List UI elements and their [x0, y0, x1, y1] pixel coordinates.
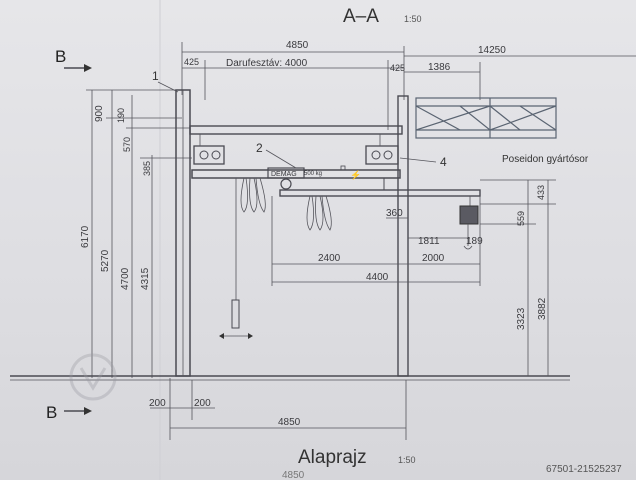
hook-icon: [280, 178, 292, 190]
dim-385: 385: [142, 161, 152, 176]
dim-570: 570: [122, 137, 132, 152]
dim-1811: 1811: [418, 236, 440, 247]
pendant-arrow-left-icon: [219, 333, 224, 339]
dim-4400: 4400: [366, 272, 389, 283]
right-hoist: [459, 205, 479, 225]
plan-title: Alaprajz: [298, 447, 367, 468]
dim-bottom-4850-cut: 4850: [282, 470, 305, 480]
runway-beam: [189, 125, 403, 135]
dim-4315: 4315: [140, 267, 151, 290]
dim-360: 360: [386, 208, 403, 219]
callout-4: 4: [440, 155, 447, 169]
watermark-id: 67501-21525237: [546, 464, 622, 475]
truss: [415, 97, 557, 139]
dim-5270: 5270: [100, 249, 111, 272]
section-arrow-top-icon: [84, 64, 92, 72]
sling-right: [306, 195, 332, 231]
pendant-arrow-right-icon: [248, 333, 253, 339]
section-scale: 1:50: [404, 14, 422, 24]
dim-559: 559: [516, 211, 526, 226]
dim-1386: 1386: [428, 62, 451, 73]
dim-900: 900: [94, 105, 105, 122]
dim-190: 190: [116, 108, 126, 123]
dim-bottom-4850: 4850: [278, 417, 301, 428]
dim-3323: 3323: [516, 307, 527, 330]
dim-433: 433: [536, 185, 546, 200]
dim-425-left: 425: [184, 57, 199, 67]
dim-3882: 3882: [537, 297, 548, 320]
dim-425-right: 425: [390, 63, 405, 73]
lower-bridge: [279, 189, 481, 197]
span-label: Darufesztáv: 4000: [226, 58, 308, 69]
dim-200-left: 200: [149, 398, 166, 409]
right-column: [397, 95, 409, 377]
section-title: A–A: [343, 6, 379, 27]
end-truck-right: [365, 145, 399, 165]
dim-2400: 2400: [318, 253, 341, 264]
dim-189: 189: [466, 236, 483, 247]
electric-symbol-icon: ⚡: [350, 169, 361, 181]
dim-2000: 2000: [422, 253, 445, 264]
end-truck-left: [193, 145, 225, 165]
pendant-control: [231, 299, 240, 329]
dim-200-right: 200: [194, 398, 211, 409]
dim-6170: 6170: [80, 225, 91, 248]
dim-top-14250: 14250: [478, 45, 506, 56]
right-hook-icon: [463, 245, 473, 250]
plan-scale: 1:50: [398, 455, 416, 465]
sling-left: [240, 177, 266, 213]
callout-2: 2: [256, 141, 263, 155]
production-line-label: Poseidon gyártósor: [502, 154, 589, 165]
hoist-body: [267, 167, 305, 179]
callout-1: 1: [152, 69, 159, 83]
crane-label: DEMAG: [271, 171, 297, 178]
dim-4700: 4700: [120, 267, 131, 290]
watermark-logo-icon: [69, 353, 117, 401]
section-arrow-bottom-icon: [84, 407, 92, 415]
capacity-label: 500 kg: [304, 171, 322, 177]
dim-top-4850: 4850: [286, 40, 309, 51]
section-mark-bottom: B: [46, 403, 57, 422]
section-mark-top: B: [55, 47, 66, 66]
